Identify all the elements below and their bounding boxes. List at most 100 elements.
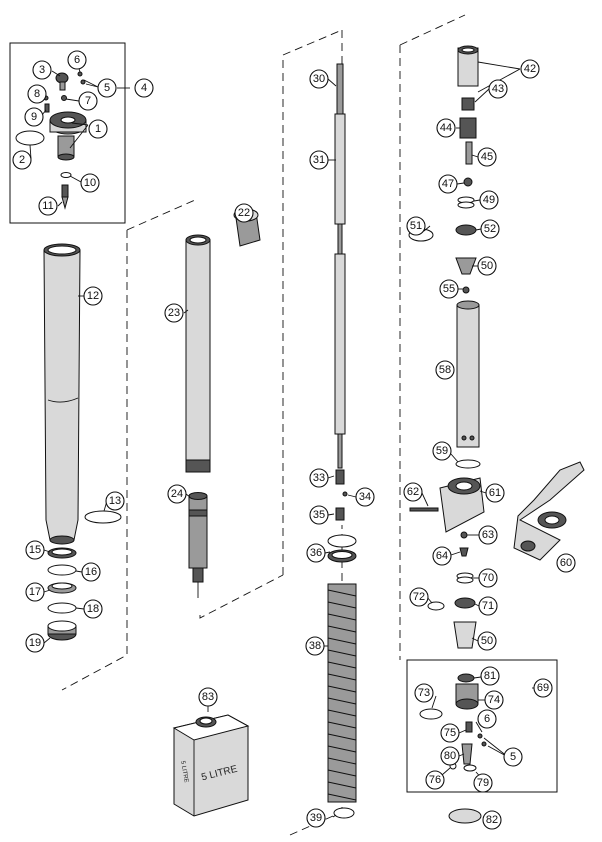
callout-15: 15	[25, 540, 45, 560]
callout-16: 16	[81, 562, 101, 582]
svg-text:70: 70	[482, 572, 494, 584]
callout-5: 5	[97, 78, 117, 98]
callout-74: 74	[484, 690, 504, 710]
callout-23: 23	[164, 303, 184, 323]
svg-text:51: 51	[410, 220, 422, 232]
seal-rings	[47, 510, 122, 641]
svg-text:50: 50	[481, 260, 493, 272]
callout-6-lower: 6	[477, 709, 497, 729]
callout-31: 31	[309, 150, 329, 170]
callout-10: 10	[80, 173, 100, 193]
callout-22: 22	[234, 203, 254, 223]
callout-8: 8	[27, 84, 47, 104]
svg-text:24: 24	[171, 488, 183, 500]
svg-text:73: 73	[418, 687, 430, 699]
callout-44: 44	[436, 118, 456, 138]
svg-text:33: 33	[313, 472, 325, 484]
svg-text:82: 82	[486, 814, 498, 826]
assembly-dash-lines	[61, 14, 466, 836]
svg-text:45: 45	[481, 151, 493, 163]
callout-2: 2	[12, 150, 32, 170]
svg-text:49: 49	[483, 194, 495, 206]
svg-text:31: 31	[313, 154, 325, 166]
callout-35: 35	[309, 505, 329, 525]
callout-42: 42	[520, 59, 540, 79]
svg-text:12: 12	[87, 290, 99, 302]
callout-18: 18	[83, 599, 103, 619]
callout-73: 73	[414, 683, 434, 703]
callout-59: 59	[432, 441, 452, 461]
svg-text:69: 69	[537, 682, 549, 694]
callout-9: 9	[24, 107, 44, 127]
svg-text:18: 18	[87, 603, 99, 615]
svg-text:11: 11	[42, 200, 53, 212]
svg-text:35: 35	[313, 509, 325, 521]
svg-text:79: 79	[477, 777, 489, 789]
svg-text:64: 64	[436, 550, 448, 562]
svg-text:42: 42	[524, 63, 536, 75]
svg-text:7: 7	[85, 95, 91, 107]
svg-text:1: 1	[95, 123, 101, 135]
callout-75: 75	[440, 723, 460, 743]
svg-text:59: 59	[436, 445, 448, 457]
axle-clamp	[513, 461, 585, 561]
oil-can: 5 LITRE 5 LITRE	[172, 714, 250, 817]
callout-55: 55	[439, 279, 459, 299]
svg-text:52: 52	[484, 223, 496, 235]
svg-text:8: 8	[34, 88, 40, 100]
callout-38: 38	[305, 636, 325, 656]
callout-5-lower: 5	[503, 747, 523, 767]
callout-13: 13	[105, 491, 125, 511]
callout-39: 39	[306, 808, 326, 828]
svg-text:34: 34	[359, 491, 371, 503]
callout-6: 6	[67, 50, 87, 70]
svg-text:9: 9	[31, 111, 37, 123]
callout-47: 47	[438, 174, 458, 194]
cap-assembly-frame	[9, 42, 126, 224]
svg-text:81: 81	[484, 670, 496, 682]
svg-text:63: 63	[482, 529, 494, 541]
callout-50-lower: 50	[477, 631, 497, 651]
callout-79: 79	[473, 773, 493, 793]
callout-19: 19	[25, 633, 45, 653]
svg-text:5: 5	[510, 751, 516, 763]
cartridge-assembly	[408, 45, 485, 533]
callout-36: 36	[306, 543, 326, 563]
svg-text:74: 74	[488, 694, 500, 706]
svg-text:75: 75	[444, 727, 456, 739]
callout-63: 63	[478, 525, 498, 545]
callout-58: 58	[435, 360, 455, 380]
svg-text:62: 62	[407, 486, 419, 498]
svg-text:80: 80	[444, 750, 456, 762]
callout-83: 83	[198, 687, 218, 707]
cap-assembly	[15, 71, 87, 210]
callout-3: 3	[32, 60, 52, 80]
callout-71: 71	[478, 596, 498, 616]
callout-45: 45	[477, 147, 497, 167]
svg-text:55: 55	[443, 283, 455, 295]
callout-24: 24	[167, 484, 187, 504]
callout-60: 60	[556, 553, 576, 573]
callout-82: 82	[482, 810, 502, 830]
oil-can-side-label: 5 LITRE	[179, 760, 189, 783]
callout-17: 17	[25, 582, 45, 602]
callout-81: 81	[480, 666, 500, 686]
svg-text:61: 61	[489, 487, 501, 499]
callout-33: 33	[309, 468, 329, 488]
callout-50-upper: 50	[477, 256, 497, 276]
callout-80: 80	[440, 746, 460, 766]
svg-text:76: 76	[429, 774, 441, 786]
svg-text:5: 5	[104, 82, 110, 94]
svg-text:16: 16	[85, 566, 97, 578]
svg-text:60: 60	[560, 557, 572, 569]
svg-text:50: 50	[481, 635, 493, 647]
end-cap	[448, 808, 482, 824]
svg-text:47: 47	[442, 178, 454, 190]
callout-51: 51	[406, 216, 426, 236]
svg-text:36: 36	[310, 547, 322, 559]
fork-spring	[327, 534, 357, 819]
svg-text:72: 72	[413, 591, 425, 603]
callout-11: 11	[38, 196, 58, 216]
svg-text:58: 58	[439, 364, 451, 376]
svg-text:22: 22	[238, 207, 250, 219]
